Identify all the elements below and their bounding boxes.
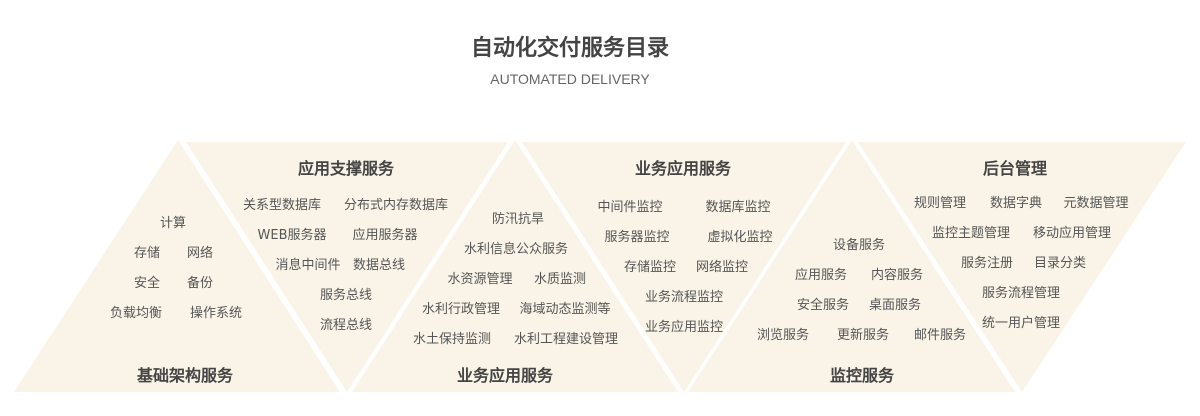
- service-item[interactable]: 水利行政管理: [421, 302, 501, 317]
- service-item[interactable]: 中间件监控: [597, 200, 663, 215]
- service-item[interactable]: 安全服务: [796, 298, 850, 313]
- page-subtitle: AUTOMATED DELIVERY: [490, 71, 650, 87]
- service-item[interactable]: 设备服务: [832, 238, 886, 253]
- service-item[interactable]: 应用服务器: [352, 228, 418, 243]
- panel-shape-business-app-a: [522, 142, 846, 392]
- service-item[interactable]: 移动应用管理: [1032, 226, 1112, 241]
- service-item[interactable]: 计算: [159, 216, 187, 231]
- service-item[interactable]: 业务流程监控: [644, 290, 724, 305]
- service-item[interactable]: 更新服务: [836, 328, 890, 343]
- service-item[interactable]: WEB服务器: [257, 228, 327, 243]
- service-item[interactable]: 服务总线: [319, 288, 373, 303]
- service-item[interactable]: 监控主题管理: [931, 226, 1011, 241]
- service-item[interactable]: 服务流程管理: [981, 286, 1061, 301]
- service-item[interactable]: 网络监控: [695, 260, 749, 275]
- service-item[interactable]: 应用服务: [794, 268, 848, 283]
- page-title: 自动化交付服务目录: [470, 36, 669, 61]
- service-item[interactable]: 负载均衡: [109, 306, 163, 321]
- service-item[interactable]: 水利工程建设管理: [513, 332, 619, 347]
- service-item[interactable]: 数据库监控: [705, 200, 771, 215]
- service-item[interactable]: 水利信息公众服务: [463, 242, 569, 257]
- service-item[interactable]: 存储: [133, 246, 161, 261]
- service-item[interactable]: 服务器监控: [604, 230, 670, 245]
- service-item[interactable]: 数据字典: [989, 196, 1043, 211]
- service-item[interactable]: 操作系统: [189, 306, 243, 321]
- panel-shape-backend: [858, 142, 1186, 392]
- service-item[interactable]: 水土保持监测: [412, 332, 492, 347]
- panel-shape-infrastructure: [14, 140, 340, 392]
- service-item[interactable]: 统一用户管理: [981, 316, 1061, 331]
- service-item[interactable]: 流程总线: [319, 318, 373, 333]
- service-item[interactable]: 元数据管理: [1063, 196, 1129, 211]
- service-item[interactable]: 分布式内存数据库: [343, 198, 449, 213]
- service-item[interactable]: 虚拟化监控: [707, 230, 773, 245]
- panel-shape-business-app-b: [352, 140, 678, 392]
- service-item[interactable]: 关系型数据库: [242, 198, 322, 213]
- panel-shape-monitoring: [688, 140, 1015, 392]
- service-item[interactable]: 安全: [133, 276, 161, 291]
- service-item[interactable]: 业务应用监控: [644, 320, 724, 335]
- service-item[interactable]: 存储监控: [623, 260, 677, 275]
- service-item[interactable]: 目录分类: [1033, 256, 1087, 271]
- service-item[interactable]: 桌面服务: [868, 298, 922, 313]
- service-item[interactable]: 水质监测: [533, 272, 587, 287]
- service-item[interactable]: 消息中间件: [275, 258, 341, 273]
- service-item[interactable]: 备份: [186, 276, 214, 291]
- panel-shape-app-support: [186, 142, 508, 392]
- service-item[interactable]: 防汛抗旱: [491, 212, 545, 227]
- service-item[interactable]: 规则管理: [913, 196, 967, 211]
- service-item[interactable]: 服务注册: [960, 256, 1014, 271]
- service-item[interactable]: 水资源管理: [447, 272, 513, 287]
- service-item[interactable]: 数据总线: [352, 258, 406, 273]
- service-item[interactable]: 网络: [186, 246, 214, 261]
- service-item[interactable]: 内容服务: [870, 268, 924, 283]
- service-item[interactable]: 浏览服务: [756, 328, 810, 343]
- service-item[interactable]: 海域动态监测等: [519, 302, 611, 317]
- service-item[interactable]: 邮件服务: [913, 328, 967, 343]
